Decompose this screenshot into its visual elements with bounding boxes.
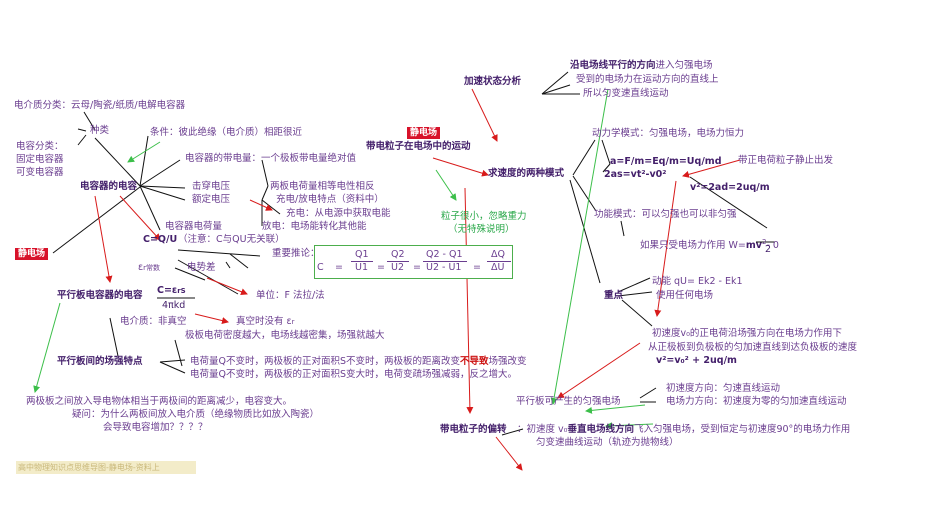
capacitor-charge-amount: 电容器电荷量	[165, 221, 223, 232]
unit-farad: 单位：F 法拉/法	[256, 290, 325, 301]
condition-text: 条件：彼此绝缘（电介质）相距很近	[150, 127, 303, 138]
denser-charge-text: 极板电荷密度越大，电场线越密集，场强就越大	[185, 330, 385, 341]
charge-const-line1-c: 场强改变	[488, 356, 527, 367]
work-mv2-sup: 2	[761, 238, 767, 246]
deflection-desc-c: 飞入匀强电场，受到恒定与初速度90°的电场力作用	[633, 424, 851, 435]
box-eq-1: =	[335, 262, 343, 273]
only-field-force: 如果只受电场力作用 W=mv2- 0	[640, 236, 779, 252]
acceleration-analysis: 加速状态分析	[464, 76, 522, 87]
gravity-ignored: 粒子很小，忽略重力	[441, 211, 527, 222]
deflection-perpendicular: 垂直电场线方向	[567, 424, 634, 435]
work-denominator: 2	[765, 244, 772, 255]
epsilon-symbol: ε	[138, 262, 144, 273]
box-delta-u: ΔU	[491, 262, 505, 273]
electrostatic-badge-left: 静电场	[15, 248, 49, 260]
initial-direction-motion: 初速度方向：匀速直线运动	[666, 383, 781, 394]
uniform-accel-motion: 所以匀变速直线运动	[583, 88, 669, 99]
capacitor-types-title: 电容分类：	[16, 141, 64, 152]
charge-const-line1-a: 电荷量Q不变时，两极板的正对面积S不变时，两极板的距离改变	[190, 356, 461, 367]
box-u2: U2	[391, 262, 404, 273]
not-cause-emphasis: 不导致	[460, 356, 489, 367]
equal-opposite-charge: 两板电荷量相等电性相反	[270, 181, 375, 192]
box-q1: Q1	[355, 249, 369, 260]
force-direction-motion: 电场力方向：初速度为零的匀加速直线运动	[666, 396, 847, 407]
box-delta-q: ΔQ	[491, 249, 505, 260]
charge-const-line1: 电荷量Q不变时，两极板的正对面积S不变时，两极板的距离改变不导致场强改变	[190, 356, 527, 368]
kinematic-formula: 2as=vt²-v0²	[604, 169, 667, 180]
rated-voltage: 额定电压	[192, 194, 231, 205]
box-q2-minus-q1: Q2 - Q1	[426, 249, 463, 260]
inference-formula-box: Q1 Q2 Q2 - Q1 ΔQ C = U1 = U2 = U2 - U1 =…	[314, 245, 513, 279]
box-u2-minus-u1: U2 - U1	[426, 262, 462, 273]
final-velocity-formula: v²=v₀² + 2uq/m	[656, 355, 737, 366]
charged-particle-motion: 带电粒子在电场中的运动	[366, 141, 471, 152]
parallel-plate-capacitance: 平行板电容器的电容	[57, 290, 143, 301]
fixed-capacitor: 固定电容器	[16, 154, 64, 165]
v-squared-formula: v²=2ad=2uq/m	[690, 182, 770, 193]
capacitance-note: （注意：C与QU无关联）	[178, 234, 285, 245]
work-mv2: mv	[745, 240, 762, 252]
epsilon-suffix: r常数	[143, 264, 161, 272]
potential-difference: 电势差	[187, 262, 216, 273]
charging-text: 充电：从电源中获取电能	[286, 208, 391, 219]
along-field-rest: 进入匀强电场	[655, 60, 713, 71]
box-c-label: C	[317, 262, 324, 273]
question-line1: 疑问：为什么两板间放入电介质（绝缘物质比如放入陶瓷）	[72, 409, 320, 420]
vacuum-eps-sub: r	[291, 318, 295, 326]
capacitance-title: 电容器的电容	[80, 181, 138, 192]
charge-const-line2: 电荷量Q不变时，两极板的正对面积S变大时，电荷变疏场强减弱，反之增大。	[190, 369, 518, 380]
box-u1: U1	[355, 262, 368, 273]
dielectric-types: 电介质分类：云母/陶瓷/纸质/电解电容器	[14, 100, 186, 111]
question-line2: 会导致电容增加？？？？	[103, 422, 208, 433]
energy-mode: 功能模式：可以匀强也可以非匀强	[594, 209, 737, 220]
two-velocity-modes: 求速度的两种模式	[488, 168, 565, 179]
only-field-force-text: 如果只受电场力作用 W=	[640, 240, 746, 252]
deflection-description: ：初速度 v₀垂直电场线方向飞入匀强电场，受到恒定与初速度90°的电场力作用	[517, 424, 850, 436]
parallel-formula-numerator: C=εrS	[157, 285, 186, 297]
kinetic-energy-eq: 动能 qU= Ek2 - Ek1	[652, 276, 743, 287]
charge-discharge-features: 充电/放电特点（资料中）	[276, 194, 384, 205]
types-label: 种类	[90, 125, 110, 136]
parallel-formula-denominator: 4πkd	[162, 300, 186, 311]
discharging-text: 放电：电场能转化其他能	[262, 221, 367, 232]
box-eq-4: =	[473, 262, 481, 273]
box-eq-2: =	[377, 262, 385, 273]
parabolic-motion: 匀变速曲线运动（轨迹为抛物线）	[536, 437, 679, 448]
capacitor-charge-definition: 电容器的带电量：一个极板带电量绝对值	[185, 153, 357, 164]
particle-deflection: 带电粒子的偏转	[440, 424, 507, 435]
along-field-bold: 沿电场线平行的方向	[570, 60, 656, 71]
force-along-direction: 受到的电场力在运动方向的直线上	[576, 74, 719, 85]
capacitance-definition: C=Q/U	[143, 234, 178, 245]
any-field-applies: 使用任何电场	[656, 290, 714, 301]
positive-to-negative-plate: 从正极板到负极板的匀加速直线到达负极板的速度	[648, 342, 858, 353]
breakdown-voltage: 击穿电压	[192, 181, 231, 192]
footer-watermark: 高中物理知识点思维导图-静电场-资料上	[16, 461, 196, 474]
vacuum-no-epsilon: 真空时没有 εr	[236, 316, 295, 328]
conductor-insert-text: 两极板之间放入导电物体相当于两极间的距离减少，电容变大。	[26, 396, 293, 407]
parallel-plates-uniform-field: 平行板可产生的匀强电场	[516, 396, 621, 407]
acceleration-formula: a=F/m=Eq/m=Uq/md	[610, 156, 722, 167]
box-eq-3: =	[413, 262, 421, 273]
positive-charge-from-rest: 带正电荷粒子静止出发	[738, 155, 834, 166]
box-q2: Q2	[391, 249, 405, 260]
initial-velocity-line: 初速度v₀的正电荷沿场强方向在电场力作用下	[652, 328, 842, 339]
vacuum-text: 真空时没有 ε	[236, 316, 292, 327]
important-inference-label: 重要推论：	[272, 248, 320, 259]
formula-rs: rS	[177, 287, 186, 295]
deflection-desc-a: ：初速度 v₀	[517, 424, 568, 435]
work-minus-zero: - 0	[766, 240, 779, 252]
dielectric-nonvacuum: 电介质：非真空	[120, 316, 187, 327]
key-point: 重点	[604, 290, 624, 301]
along-field-line: 沿电场线平行的方向进入匀强电场	[570, 60, 713, 72]
epsilon-constant: εr常数	[138, 262, 160, 274]
variable-capacitor: 可变电容器	[16, 167, 64, 178]
formula-c-eps: C=ε	[157, 285, 178, 296]
dynamics-mode: 动力学模式：匀强电场，电场力恒力	[592, 128, 745, 139]
no-special-note: （无特殊说明）	[448, 224, 515, 235]
electrostatic-badge-right: 静电场	[407, 127, 441, 139]
field-strength-features: 平行板间的场强特点	[57, 356, 143, 367]
